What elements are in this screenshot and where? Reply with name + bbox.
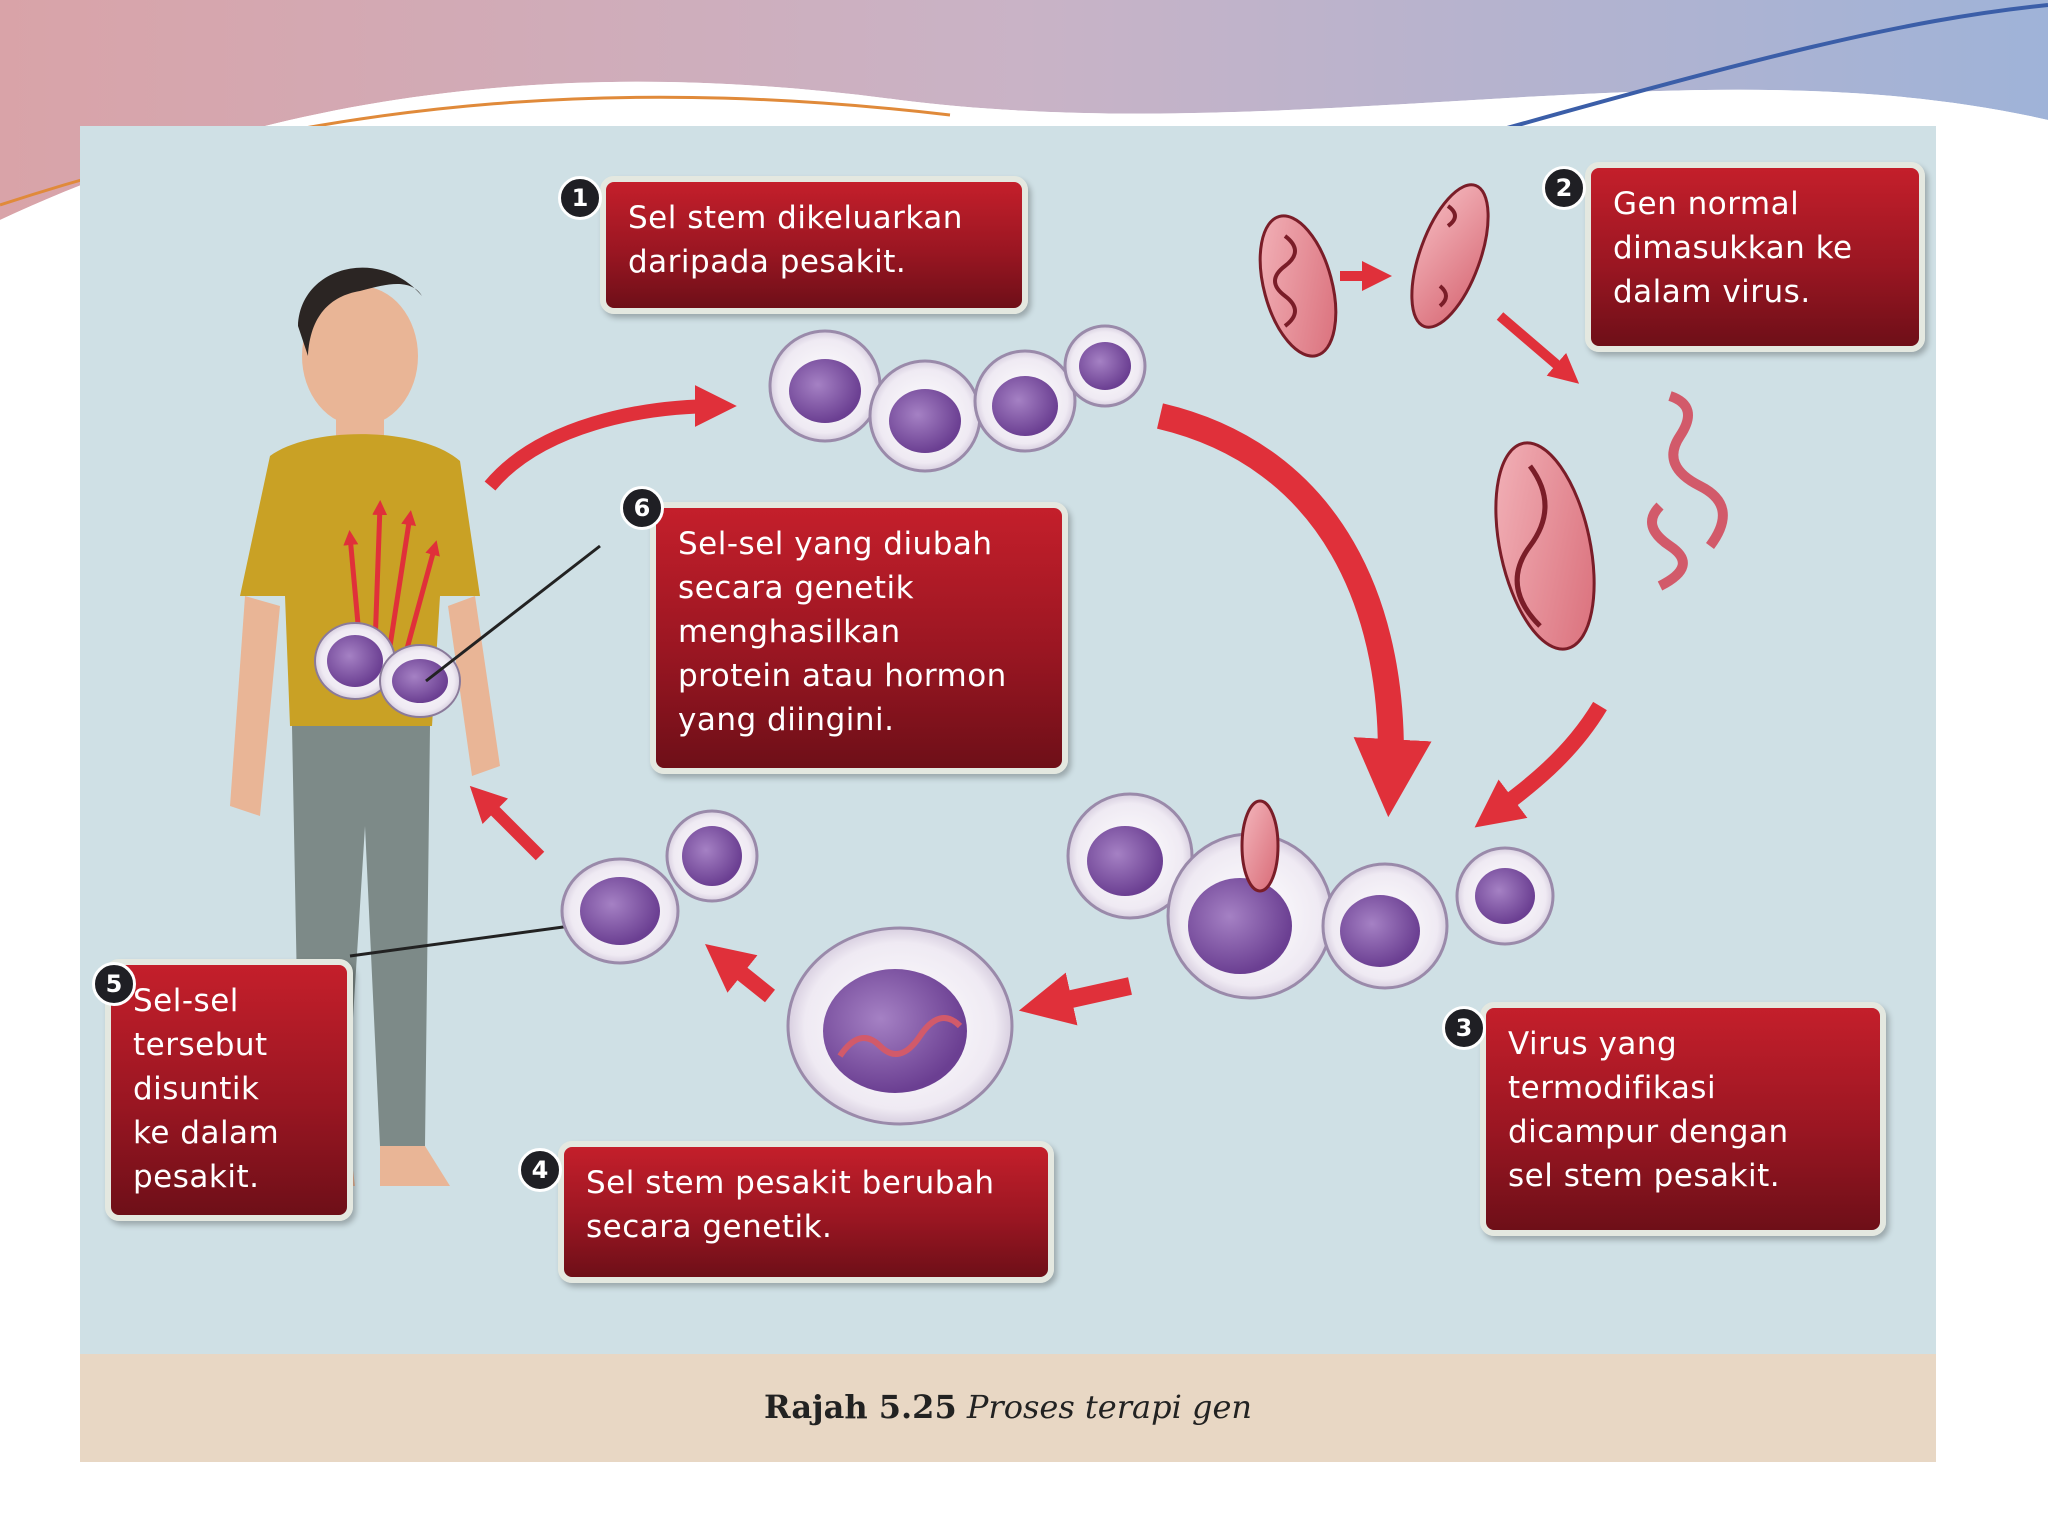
modified-stem-cell	[786, 926, 1014, 1126]
figure-illustration	[80, 183, 1936, 1462]
gene-strands	[1647, 391, 1728, 591]
caption-strip	[80, 1354, 1936, 1462]
header-blue-line	[1499, 3, 2048, 132]
pointer-line-5	[349, 920, 601, 958]
header-swoosh	[0, 0, 2048, 220]
step-1-badge: 1	[558, 176, 602, 220]
step-5-badge: 5	[92, 962, 136, 1006]
step-5-text: Sel-sel tersebut disuntik ke dalam pesak…	[133, 983, 280, 1195]
step-4-badge: 4	[518, 1148, 562, 1192]
figure-caption: Rajah 5.25 Proses terapi gen	[80, 1388, 1936, 1426]
step-6-callout: Sel-sel yang diubah secara genetik mengh…	[650, 502, 1068, 774]
pointer-line-6	[425, 544, 601, 683]
step-3-callout: Virus yang termodifikasi dicampur dengan…	[1480, 1002, 1886, 1236]
step-2-callout: Gen normal dimasukkan ke dalam virus.	[1585, 162, 1925, 352]
caption-title: Proses terapi gen	[966, 1388, 1253, 1426]
step-3-text: Virus yang termodifikasi dicampur dengan…	[1508, 1026, 1789, 1194]
implanted-cells	[314, 622, 461, 718]
mixing-cells	[1066, 792, 1555, 1000]
header-white-wave	[0, 81, 2048, 240]
stem-cells-top	[768, 324, 1147, 473]
gene-therapy-figure: Sel stem dikeluarkan daripada pesakit. 1…	[80, 126, 1936, 1462]
arrow-virus-to-gene	[1496, 312, 1580, 384]
arrow-virus-to-mixing	[1474, 701, 1607, 828]
step-2-badge: 2	[1542, 166, 1586, 210]
step-5-callout: Sel-sel tersebut disuntik ke dalam pesak…	[105, 959, 353, 1221]
step-4-callout: Sel stem pesakit berubah secara genetik.	[558, 1141, 1054, 1283]
virus-particles	[1258, 183, 1728, 828]
caption-label: Rajah 5.25	[763, 1388, 957, 1426]
arrow-stem-cells-to-mixing	[1157, 403, 1432, 818]
step-6-text: Sel-sel yang diubah secara genetik mengh…	[678, 526, 1007, 738]
step-4-text: Sel stem pesakit berubah secara genetik.	[586, 1165, 995, 1245]
arrow-to-cell-pair	[705, 944, 775, 1003]
modified-cell-pair	[560, 809, 759, 965]
step-1-callout: Sel stem dikeluarkan daripada pesakit.	[600, 176, 1028, 314]
step-3-badge: 3	[1442, 1006, 1486, 1050]
arrow-cells-to-patient	[469, 785, 545, 861]
step-2-text: Gen normal dimasukkan ke dalam virus.	[1613, 186, 1853, 310]
arrow-to-stem-cells	[484, 385, 737, 491]
arrow-to-modified-cell	[1018, 972, 1132, 1026]
step-1-text: Sel stem dikeluarkan daripada pesakit.	[628, 200, 963, 280]
step-6-badge: 6	[620, 486, 664, 530]
